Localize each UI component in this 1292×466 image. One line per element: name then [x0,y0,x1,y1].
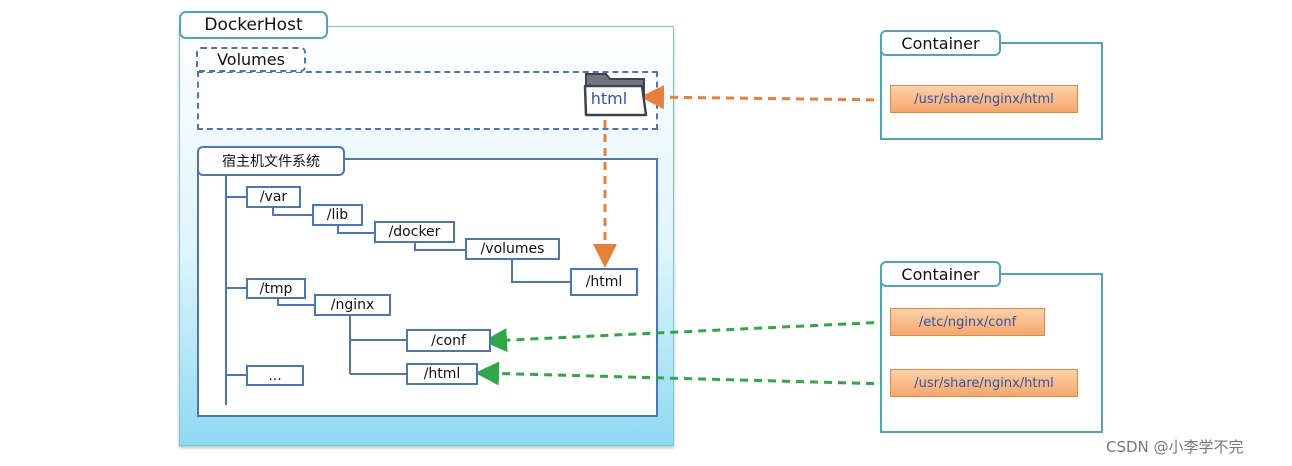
link-container1-to-volume [640,85,889,110]
node-nginx: /nginx [314,294,391,316]
folder-icon [583,73,648,117]
node-volumes-html: /html [570,268,638,296]
container-1-title: Container [880,30,1001,56]
volumes-title: Volumes [196,47,306,72]
tree-lines [225,176,570,405]
docker-host-title: DockerHost [179,11,328,39]
container-2-path-conf: /etc/nginx/conf [890,308,1045,336]
node-tmp: /tmp [246,278,306,299]
node-var: /var [246,186,301,208]
container-2 [880,273,1103,433]
node-ellipsis: ... [246,365,304,386]
node-docker: /docker [374,221,455,243]
watermark: CSDN @小李学不完 [1106,438,1244,456]
node-conf: /conf [406,329,491,352]
link-conf [483,320,889,353]
container-2-title: Container [880,261,1001,287]
node-volumes: /volumes [465,238,560,260]
node-lib: /lib [312,204,363,226]
container-1-path-html: /usr/share/nginx/html [890,85,1078,113]
node-nginx-html: /html [406,363,478,385]
folder-label: html [590,88,628,108]
host-fs-title: 宿主机文件系统 [197,146,345,176]
link-nginx-html [475,361,889,386]
container-2-path-html: /usr/share/nginx/html [890,369,1078,397]
